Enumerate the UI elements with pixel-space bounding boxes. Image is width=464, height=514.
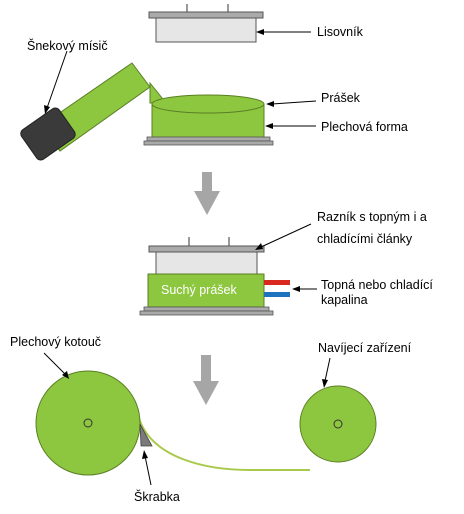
screw-mixer [20,62,164,161]
label-plechova-forma: Plechová forma [321,120,408,134]
stage-1-filling: Lisovník Šnekový mísič Prášek Plechová f… [20,4,408,161]
down-arrow-icon [194,172,220,215]
label-topna-line1: Topná nebo chladící [321,278,433,292]
down-arrow-icon [193,355,219,405]
label-topna-line2: kapalina [321,293,368,307]
label-raznik-line1: Razník s topným i a [317,210,427,224]
label-navijeci-zarizeni: Navíjecí zařízení [318,341,412,355]
label-suchy-prasek: Suchý prášek [161,283,237,297]
press-die [148,4,264,43]
sheet-disc [35,370,141,476]
sheet-mold [143,94,274,146]
stage-2-pressing: Suchý prášek Razník s topným i a chladíc… [139,210,433,316]
label-raznik-line2: chladícími články [317,232,413,246]
label-prasek: Prášek [321,91,361,105]
winding-device [299,385,377,463]
label-plechovy-kotouc: Plechový kotouč [10,335,101,349]
label-skrabka: Škrabka [134,489,180,504]
label-snekovy-misic: Šnekový mísič [27,38,108,53]
stage-3-skiving: Plechový kotouč Navíjecí zařízení Škrabk… [10,335,412,504]
label-lisovnik: Lisovník [317,25,364,39]
scraper-blade [139,423,153,447]
